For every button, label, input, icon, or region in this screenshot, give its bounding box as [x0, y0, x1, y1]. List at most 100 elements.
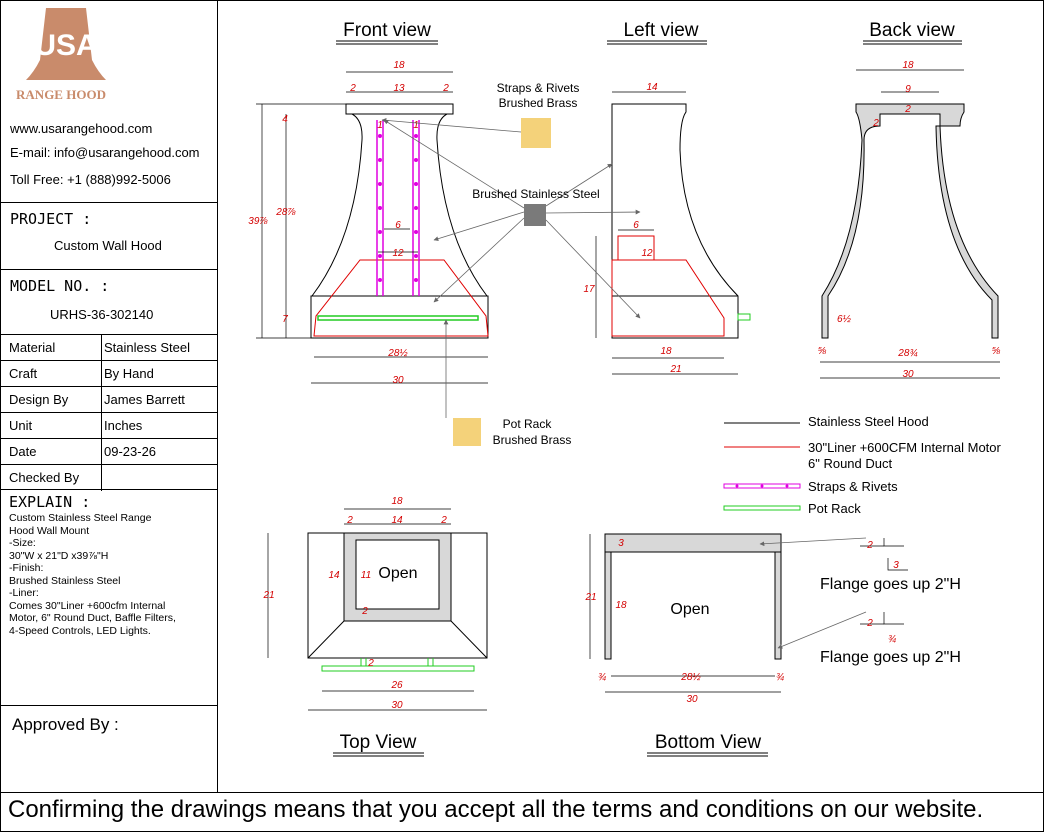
steel-swatch: [524, 204, 546, 226]
drawing-area: Front view Left view Back view Top View …: [248, 20, 1002, 757]
explain-label: EXPLAIN :: [9, 493, 91, 511]
model-value: URHS-36-302140: [50, 307, 154, 322]
brass-swatch: [453, 418, 481, 446]
front-view-title: Front view: [343, 20, 431, 41]
svg-text:18: 18: [615, 600, 627, 611]
svg-text:30: 30: [391, 700, 403, 711]
svg-text:7: 7: [282, 314, 288, 325]
svg-text:RANGE HOOD: RANGE HOOD: [16, 87, 106, 102]
svg-text:6: 6: [395, 220, 401, 231]
footer-bar: Confirming the drawings means that you a…: [0, 792, 1044, 832]
svg-text:4: 4: [282, 114, 288, 125]
spec-row: Craft By Hand: [0, 360, 218, 387]
left-view-title: Left view: [624, 20, 699, 41]
svg-text:2: 2: [904, 104, 911, 115]
model-label: MODEL NO. :: [10, 277, 110, 295]
svg-text:Pot Rack: Pot Rack: [808, 501, 861, 516]
spec-value: By Hand: [104, 366, 154, 381]
svg-text:28½: 28½: [387, 348, 408, 359]
spec-label: Craft: [9, 366, 38, 381]
flange-label-2: Flange goes up 2"H: [820, 649, 961, 666]
svg-text:6½: 6½: [837, 314, 852, 325]
bottom-view-title: Bottom View: [655, 732, 762, 753]
svg-text:USA: USA: [34, 29, 97, 62]
svg-text:21: 21: [262, 590, 274, 601]
callout-straps-line1: Straps & Rivets: [497, 81, 580, 95]
svg-text:¾: ¾: [598, 672, 606, 683]
svg-text:13: 13: [393, 83, 405, 94]
svg-text:3: 3: [893, 560, 899, 571]
explain-text: Custom Stainless Steel Range Hood Wall M…: [9, 512, 176, 637]
svg-text:18: 18: [902, 60, 914, 71]
divider: [0, 269, 218, 270]
svg-text:28½: 28½: [680, 672, 701, 683]
svg-text:21: 21: [584, 592, 596, 603]
rivets: [378, 134, 418, 282]
svg-text:30: 30: [392, 375, 404, 386]
approved-label: Approved By :: [12, 715, 119, 734]
spec-label: Design By: [9, 392, 69, 407]
logo: USA RANGE HOOD: [16, 8, 106, 102]
svg-text:17: 17: [583, 284, 595, 295]
svg-text:11: 11: [361, 570, 371, 581]
svg-text:18: 18: [393, 60, 405, 71]
spec-label: Unit: [9, 418, 33, 433]
svg-text:⅝: ⅝: [992, 346, 1001, 357]
svg-text:9: 9: [905, 84, 911, 95]
project-value: Custom Wall Hood: [54, 238, 162, 253]
svg-text:18: 18: [660, 346, 672, 357]
bottom-open-label: Open: [670, 601, 709, 618]
svg-text:14: 14: [391, 515, 403, 526]
footer-text: Confirming the drawings means that you a…: [8, 796, 984, 823]
website-text[interactable]: www.usarangehood.com: [10, 121, 153, 136]
svg-text:30: 30: [902, 369, 914, 380]
svg-text:28¾: 28¾: [897, 348, 917, 359]
svg-text:39⅞: 39⅞: [248, 216, 268, 227]
phone-text: Toll Free: +1 (888)992-5006: [10, 172, 171, 187]
callout-straps-line2: Brushed Brass: [499, 96, 578, 110]
svg-text:6: 6: [633, 220, 639, 231]
svg-text:2: 2: [442, 83, 449, 94]
svg-text:2: 2: [440, 515, 447, 526]
svg-text:⅝: ⅝: [818, 346, 827, 357]
legend: Stainless Steel Hood 30"Liner +600CFM In…: [723, 414, 1002, 516]
svg-text:2: 2: [367, 658, 374, 669]
front-view: [310, 103, 489, 339]
back-view-title: Back view: [869, 20, 955, 41]
svg-text:12: 12: [392, 248, 404, 259]
spec-row: Checked By: [0, 464, 218, 491]
brass-swatch: [521, 118, 551, 148]
svg-text:Stainless Steel Hood: Stainless Steel Hood: [808, 414, 929, 429]
top-view-title: Top View: [340, 732, 417, 753]
svg-text:2: 2: [361, 606, 368, 617]
svg-text:14: 14: [646, 82, 658, 93]
spec-divider: [101, 335, 102, 361]
svg-text:18: 18: [391, 496, 403, 507]
email-text[interactable]: E-mail: info@usarangehood.com: [10, 145, 200, 160]
svg-text:30: 30: [686, 694, 698, 705]
back-view: [821, 103, 999, 339]
spec-divider: [101, 465, 102, 491]
spec-divider: [101, 439, 102, 465]
callout-potrack-line2: Brushed Brass: [493, 433, 572, 447]
title-block: USA RANGE HOOD www.usarangehood.com E-ma…: [0, 0, 218, 792]
svg-text:2: 2: [866, 618, 873, 629]
spec-value: Stainless Steel: [104, 340, 190, 355]
svg-text:12: 12: [641, 248, 653, 259]
svg-text:¾: ¾: [776, 672, 784, 683]
svg-text:3: 3: [618, 538, 624, 549]
svg-text:1: 1: [377, 120, 383, 131]
svg-text:2: 2: [872, 118, 879, 129]
spec-divider: [101, 361, 102, 387]
svg-text:30"Liner +600CFM Internal Moto: 30"Liner +600CFM Internal Motor: [808, 440, 1002, 455]
project-label: PROJECT :: [10, 210, 92, 228]
svg-text:¾: ¾: [888, 634, 896, 645]
svg-text:2: 2: [866, 540, 873, 551]
svg-text:2: 2: [349, 83, 356, 94]
svg-text:28⅞: 28⅞: [275, 207, 296, 218]
top-open-label: Open: [378, 565, 417, 582]
